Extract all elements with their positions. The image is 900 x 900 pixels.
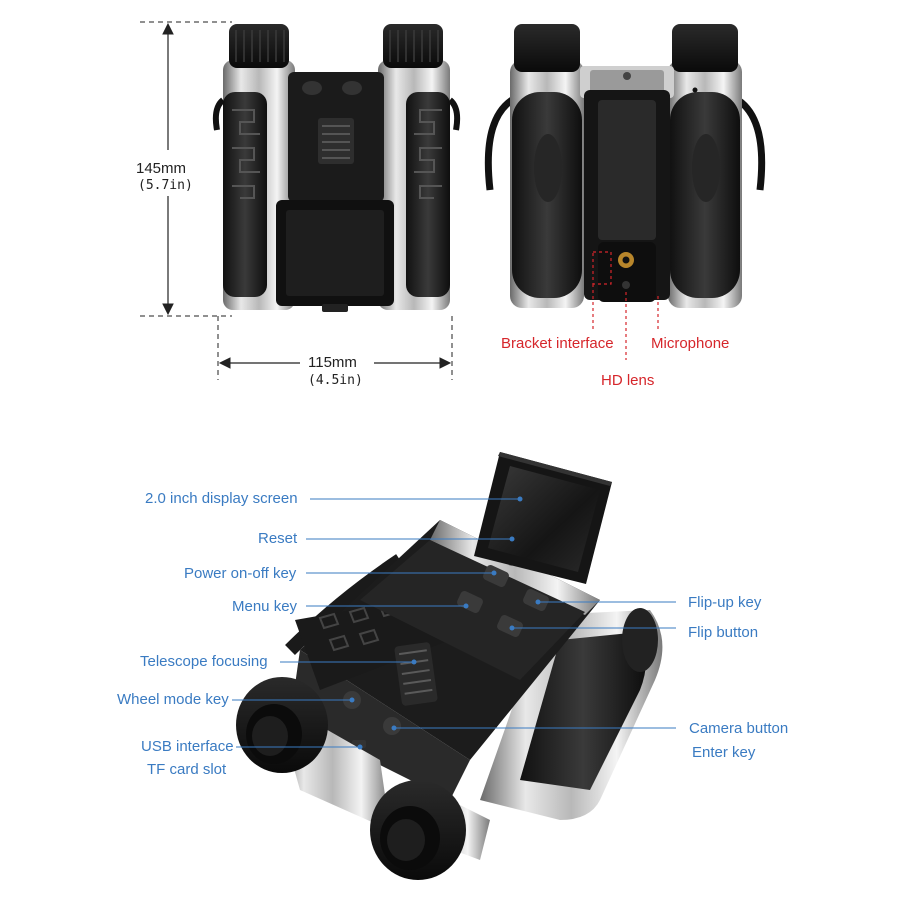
usb-interface-label: USB interface — [141, 738, 234, 755]
camera-button-label: Camera button — [689, 720, 789, 737]
rear-view-binoculars — [484, 24, 766, 360]
callout-lines — [232, 498, 676, 748]
display-screen-label: 2.0 inch display screen — [145, 490, 298, 507]
enter-key-label: Enter key — [692, 744, 756, 761]
wheel-mode-key-label: Wheel mode key — [117, 691, 229, 708]
microphone-label: Microphone — [651, 335, 730, 352]
tf-card-slot-label: TF card slot — [147, 761, 227, 778]
menu-key-label: Menu key — [232, 598, 298, 615]
height-in-label: (5.7in) — [138, 178, 193, 193]
telescope-focusing-label: Telescope focusing — [140, 653, 268, 670]
open-view-binoculars — [236, 452, 663, 880]
width-in-label: (4.5in) — [308, 373, 363, 388]
flip-button-label: Flip button — [688, 624, 759, 641]
hd-lens-label: HD lens — [601, 372, 655, 389]
power-key-label: Power on-off key — [184, 565, 297, 582]
height-mm-label: 145mm — [136, 160, 187, 177]
front-view-binoculars — [212, 24, 461, 312]
flip-up-key-label: Flip-up key — [688, 594, 762, 611]
bracket-interface-label: Bracket interface — [501, 335, 614, 352]
reset-label: Reset — [258, 530, 298, 547]
dimension-lines — [140, 21, 453, 380]
width-mm-label: 115mm — [308, 354, 357, 371]
